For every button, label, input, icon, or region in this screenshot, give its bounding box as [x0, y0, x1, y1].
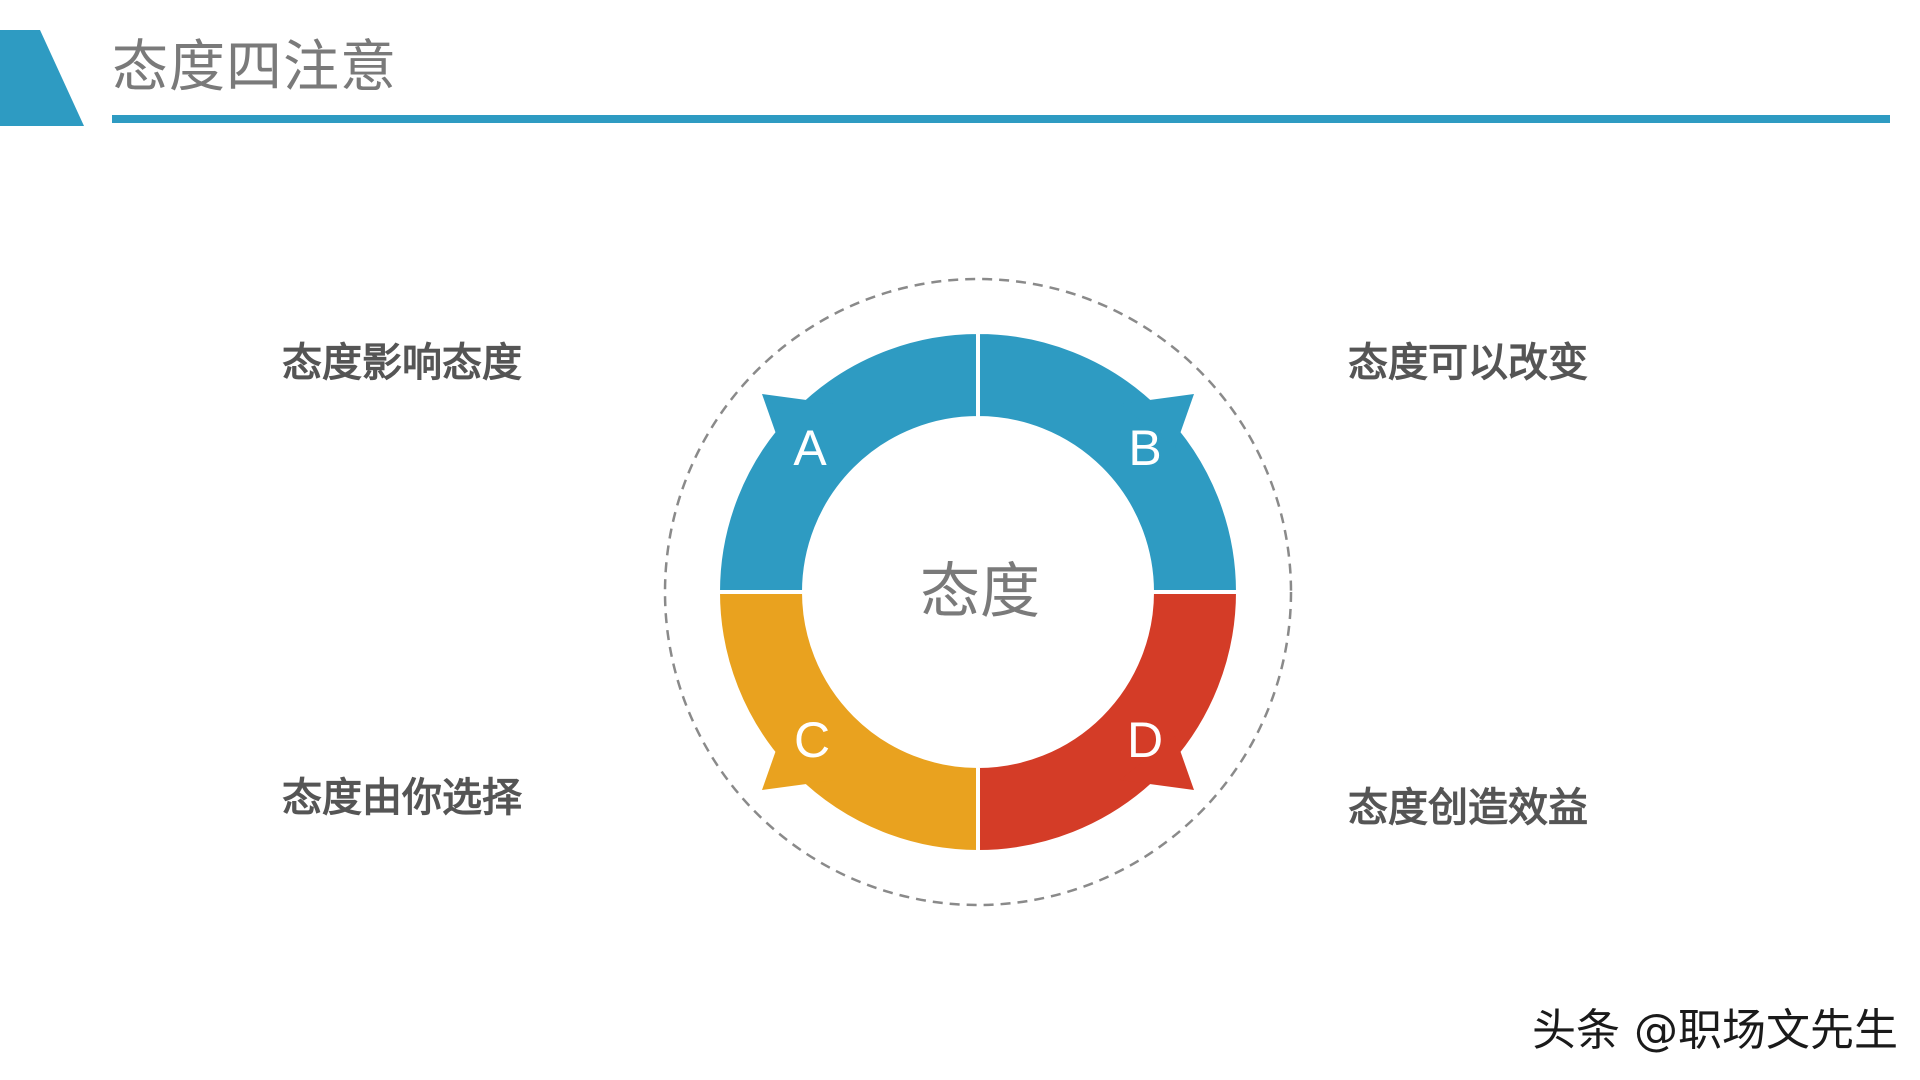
segment-b-letter: B — [1128, 420, 1161, 476]
slide-title: 态度四注意 — [112, 35, 397, 100]
segment-a: A — [715, 329, 980, 594]
outer-dashed-ring — [663, 277, 1293, 907]
segment-d-letter: D — [1127, 712, 1163, 768]
title-corner-tab — [0, 30, 84, 126]
segment-a-letter: A — [793, 420, 827, 476]
point-label-c: 态度由你选择 — [282, 775, 522, 821]
segment-b: B — [976, 329, 1241, 594]
title-underline — [112, 115, 1890, 123]
point-label-b: 态度可以改变 — [1348, 340, 1588, 386]
point-label-a: 态度影响态度 — [282, 340, 522, 386]
segment-c-letter: C — [794, 712, 830, 768]
watermark: 头条 @职场文先生 — [1532, 1005, 1898, 1056]
segment-d: D — [976, 590, 1241, 855]
point-label-d: 态度创造效益 — [1348, 785, 1588, 831]
segment-c: C — [715, 590, 980, 855]
center-label: 态度 — [920, 557, 1040, 627]
